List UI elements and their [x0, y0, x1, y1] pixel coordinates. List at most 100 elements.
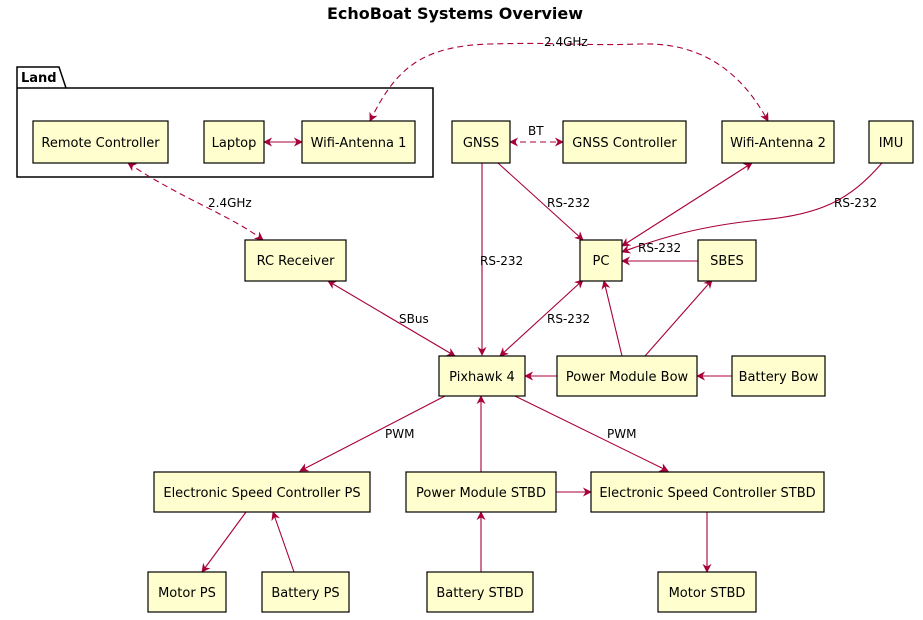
node-pixhawk-label: Pixhawk 4	[449, 370, 515, 385]
node-gnss-controller-box	[562, 120, 687, 164]
node-wifi-antenna-2: Wifi-Antenna 2	[721, 120, 835, 164]
node-esc-ps-label: Electronic Speed Controller PS	[163, 486, 360, 501]
node-rc-receiver: RC Receiver	[244, 239, 347, 282]
node-pc-box	[579, 239, 623, 282]
node-power-module-stbd-label: Power Module STBD	[416, 486, 546, 501]
node-battery-stbd-box	[426, 571, 534, 613]
node-motor-ps-box	[147, 571, 227, 613]
node-laptop: Laptop	[203, 120, 265, 164]
node-sbes-label: SBES	[710, 254, 744, 269]
edge-label-gnss-pc: RS-232	[547, 196, 590, 210]
edge-pixhawk-esc-ps: PWM	[299, 395, 446, 472]
node-pc: PC	[579, 239, 623, 282]
node-power-module-bow-box	[556, 355, 698, 397]
node-motor-ps: Motor PS	[147, 571, 227, 613]
node-motor-ps-label: Motor PS	[158, 586, 216, 601]
edge-pixhawk-esc-stbd-line	[514, 395, 669, 472]
edge-remote-rc-receiver-line	[127, 162, 264, 241]
node-rc-receiver-box	[244, 239, 347, 282]
node-esc-stbd: Electronic Speed Controller STBD	[590, 471, 825, 513]
node-gnss-box	[451, 120, 511, 164]
node-power-module-bow-label: Power Module Bow	[566, 370, 689, 385]
edge-wifi1-wifi2-line	[369, 42, 769, 122]
node-remote-controller: Remote Controller	[32, 120, 169, 164]
edge-gnss-pc-line	[497, 162, 584, 241]
node-remote-controller-box	[32, 120, 169, 164]
land-package-label: Land	[21, 71, 57, 86]
node-imu: IMU	[868, 120, 914, 164]
edge-pixhawk-esc-stbd: PWM	[514, 395, 669, 472]
edge-pixhawk-esc-ps-line	[299, 395, 446, 472]
edge-pc-pixhawk-line	[499, 279, 584, 357]
node-battery-ps: Battery PS	[261, 571, 350, 613]
node-imu-box	[868, 120, 914, 164]
node-rc-receiver-label: RC Receiver	[257, 254, 335, 269]
node-motor-stbd: Motor STBD	[657, 571, 757, 613]
node-esc-ps: Electronic Speed Controller PS	[153, 471, 371, 513]
edge-label-rc-pixhawk: SBus	[399, 312, 429, 326]
edge-label-rc-link: 2.4GHz	[208, 196, 252, 210]
edge-esc-ps-motor-ps	[201, 511, 247, 573]
edge-remote-rc-receiver: 2.4GHz	[127, 162, 264, 241]
node-pixhawk-box	[438, 355, 526, 397]
node-battery-bow: Battery Bow	[731, 355, 826, 397]
node-battery-ps-label: Battery PS	[271, 586, 339, 601]
edge-label-pixhawk-esc-ps: PWM	[385, 427, 414, 441]
edge-label-pc-pixhawk: RS-232	[547, 312, 590, 326]
node-battery-bow-label: Battery Bow	[739, 370, 819, 385]
node-battery-bow-box	[731, 355, 826, 397]
edge-rc-receiver-pixhawk-line	[327, 280, 456, 357]
edge-imu-pc: RS-232	[621, 162, 883, 254]
node-esc-stbd-label: Electronic Speed Controller STBD	[599, 486, 815, 501]
node-gnss-label: GNSS	[463, 136, 499, 151]
edge-pm-bow-pc	[601, 280, 623, 357]
edge-wifi2-pc	[621, 162, 753, 247]
node-esc-stbd-box	[590, 471, 825, 513]
node-battery-stbd-label: Battery STBD	[436, 586, 523, 601]
node-gnss-controller: GNSS Controller	[562, 120, 687, 164]
node-battery-ps-box	[261, 571, 350, 613]
node-motor-stbd-box	[657, 571, 757, 613]
node-power-module-bow: Power Module Bow	[556, 355, 698, 397]
node-gnss: GNSS	[451, 120, 511, 164]
edge-rc-receiver-pixhawk: SBus	[327, 280, 456, 357]
edge-gnss-pc: RS-232	[497, 162, 590, 241]
edge-pm-bow-pc-line	[601, 280, 623, 357]
edges: 2.4GHz BT 2.4GHz RS-232 RS-232 RS-232	[127, 35, 883, 573]
edge-label-wifi-link: 2.4GHz	[544, 35, 588, 49]
edge-wifi1-wifi2: 2.4GHz	[369, 35, 769, 122]
node-laptop-label: Laptop	[212, 136, 257, 151]
edge-label-imu-pc: RS-232	[834, 196, 877, 210]
node-wifi-antenna-1-label: Wifi-Antenna 1	[311, 136, 407, 151]
node-imu-label: IMU	[879, 136, 904, 151]
edge-battery-ps-esc-ps-line	[271, 511, 295, 573]
edge-label-gnss-pixhawk: RS-232	[480, 254, 523, 268]
edge-wifi2-pc-line	[621, 162, 753, 247]
node-pc-label: PC	[593, 254, 610, 269]
node-power-module-stbd-box	[405, 471, 557, 513]
nodes: Remote Controller Laptop Wifi-Antenna 1 …	[32, 120, 914, 613]
node-remote-controller-label: Remote Controller	[41, 136, 160, 151]
node-sbes-box	[697, 239, 757, 282]
edge-gnss-gnss-controller: BT	[509, 124, 564, 147]
edge-esc-ps-motor-ps-line	[201, 511, 247, 573]
node-sbes: SBES	[697, 239, 757, 282]
edge-label-sbes-pc: RS-232	[638, 241, 681, 255]
node-power-module-stbd: Power Module STBD	[405, 471, 557, 513]
edge-sbes-pc: RS-232	[621, 241, 698, 266]
diagram-title: EchoBoat Systems Overview	[327, 4, 583, 23]
node-laptop-box	[203, 120, 265, 164]
edge-pm-bow-sbes-line	[644, 279, 713, 357]
edge-label-gnss-bt: BT	[528, 124, 544, 138]
node-esc-ps-box	[153, 471, 371, 513]
node-wifi-antenna-2-label: Wifi-Antenna 2	[730, 136, 826, 151]
edge-gnss-pixhawk: RS-232	[477, 163, 523, 356]
node-gnss-controller-label: GNSS Controller	[572, 136, 677, 151]
edge-imu-pc-line	[621, 162, 883, 254]
node-wifi-antenna-1: Wifi-Antenna 1	[301, 120, 416, 164]
edge-pm-bow-sbes	[644, 279, 713, 357]
node-motor-stbd-label: Motor STBD	[669, 586, 746, 601]
node-wifi-antenna-1-box	[301, 120, 416, 164]
node-battery-stbd: Battery STBD	[426, 571, 534, 613]
